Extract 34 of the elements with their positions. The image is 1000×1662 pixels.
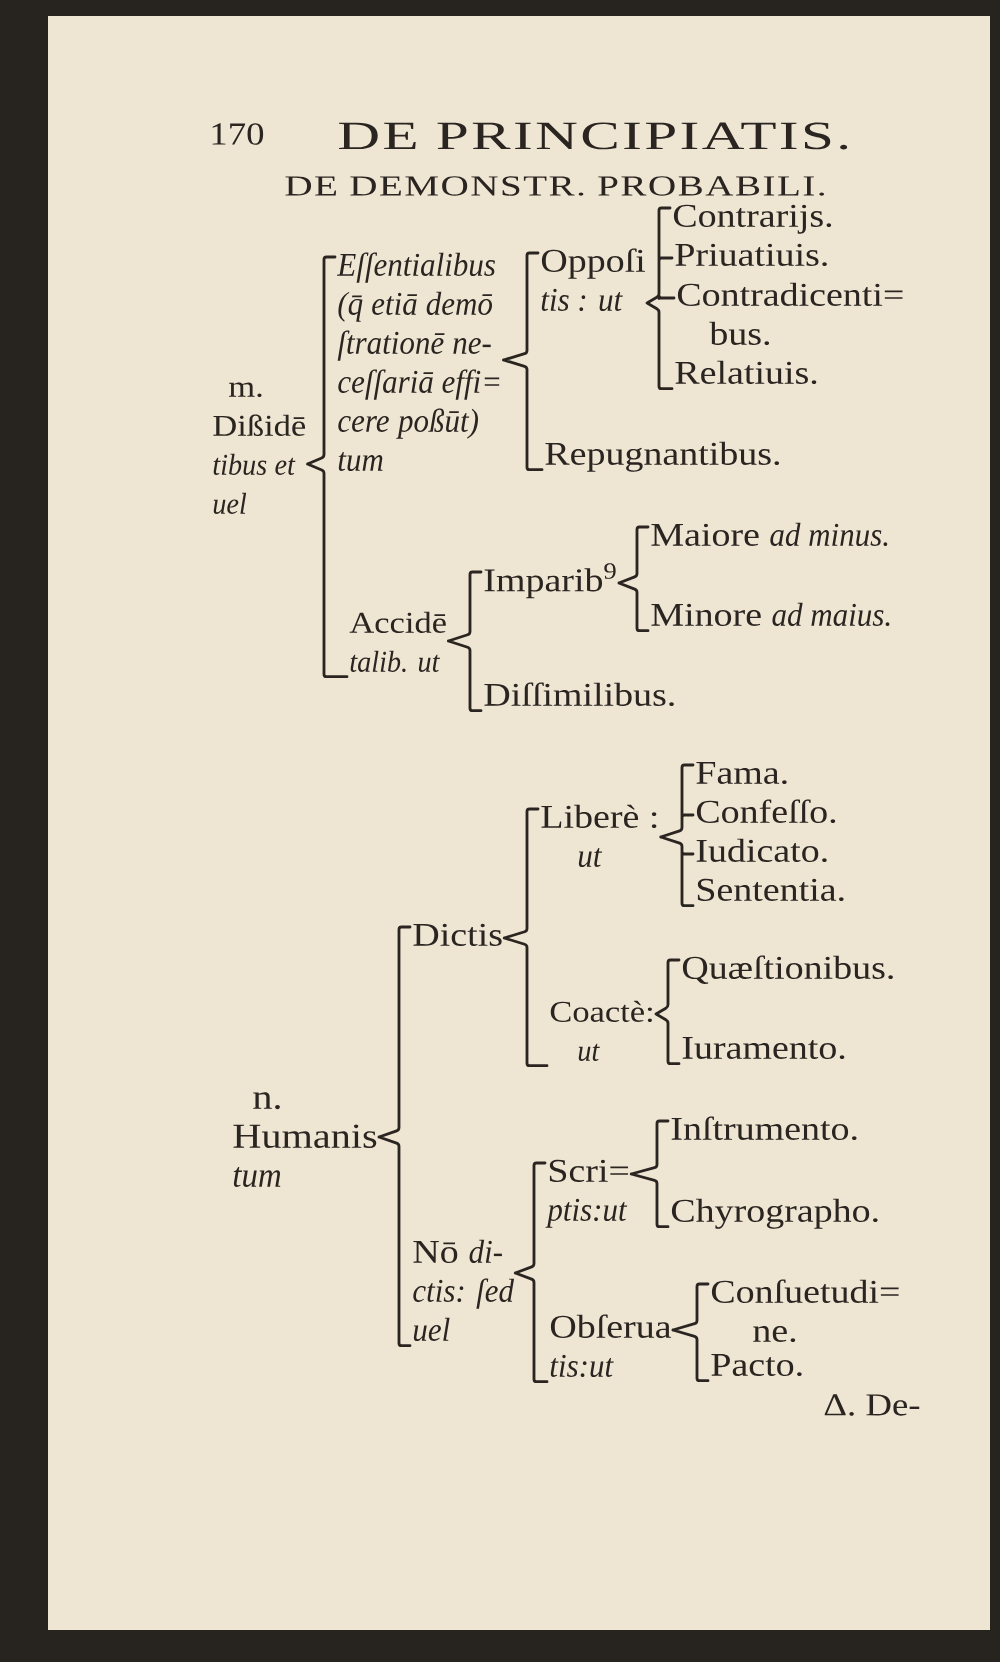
term-label: Scri= ptis:ut	[545, 1159, 628, 1228]
term-label: Iuramento.	[682, 1037, 845, 1060]
term-label: Imparib$^{9}$	[484, 563, 616, 599]
term-label: Coactè: ut	[550, 1000, 652, 1061]
term-label: Liberè : ut	[541, 804, 657, 868]
term-label: Dictis	[413, 923, 502, 946]
term-label: Iudicato.	[696, 838, 827, 863]
term-label: Maiore ad minus.	[651, 522, 888, 547]
term-label: n. Humanis tum	[233, 1092, 377, 1188]
term-label: Diſſimilibus.	[484, 682, 674, 707]
term-label: Inſtrumento.	[671, 1116, 857, 1141]
term-label: Sententia.	[697, 878, 844, 902]
term-label: Oppoſi tis : ut	[541, 248, 646, 312]
term-label: Chyrographo.	[671, 1198, 878, 1229]
term-label: Eſſentialibus (q̄ etiā demō ſtrationē ne- ceſſariā effi= cere poßūt) tum	[336, 252, 500, 472]
catchword: Δ. De-	[824, 1394, 920, 1416]
term-label: Contrarijs.	[673, 204, 832, 234]
term-label: Fama.	[696, 762, 787, 785]
term-label: m. Dißidē tibus et uel	[213, 382, 306, 514]
term-label: Minore ad maius.	[651, 602, 890, 627]
term-label: Priuatiuis.	[675, 243, 827, 267]
term-label: Quæſtionibus.	[682, 955, 893, 984]
term-label: Confeſſo.	[696, 799, 836, 824]
term-label: Accidē talib. ut	[349, 611, 446, 673]
term-label: Contradicenti= bus.	[677, 282, 903, 346]
term-label: Conſuetudi= ne.	[711, 1279, 899, 1343]
term-label: Relatiuis.	[675, 360, 817, 385]
term-label: Obſerua tis:ut	[550, 1314, 672, 1378]
section-subheading: DE DEMONSTR. PROBABILI.	[285, 176, 824, 196]
term-label: Repugnantibus.	[545, 441, 779, 472]
page-number: 170	[212, 123, 264, 145]
running-head: DE PRINCIPIATIS.	[339, 122, 848, 150]
term-label: Nō di- ctis: ſed uel	[413, 1239, 515, 1342]
term-label: Pacto.	[711, 1354, 802, 1377]
